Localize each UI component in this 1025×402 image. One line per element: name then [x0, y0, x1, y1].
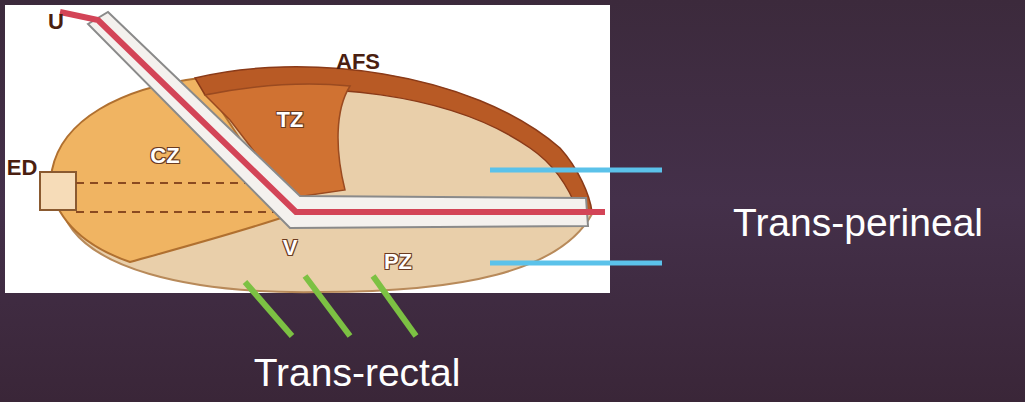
part-label: ED	[7, 157, 38, 179]
zone-label: PZ	[384, 251, 412, 273]
transrectal-needle	[373, 276, 416, 336]
ejaculatory-duct	[40, 172, 76, 210]
transperineal-needle	[490, 261, 662, 266]
urethra	[88, 12, 588, 228]
zone-label: CZ	[150, 145, 179, 167]
urethra-lumen	[60, 12, 605, 212]
transperineal-needle	[490, 168, 662, 173]
approach-label: Trans-perineal	[733, 203, 983, 242]
transrectal-needle	[305, 276, 350, 336]
part-label: AFS	[336, 51, 380, 73]
part-label: U	[48, 11, 64, 33]
zone-label: TZ	[277, 109, 304, 131]
zone-label: V	[283, 237, 298, 259]
approach-label: Trans-rectal	[254, 353, 461, 392]
figure-panel	[5, 5, 610, 293]
transrectal-needle	[245, 282, 292, 336]
